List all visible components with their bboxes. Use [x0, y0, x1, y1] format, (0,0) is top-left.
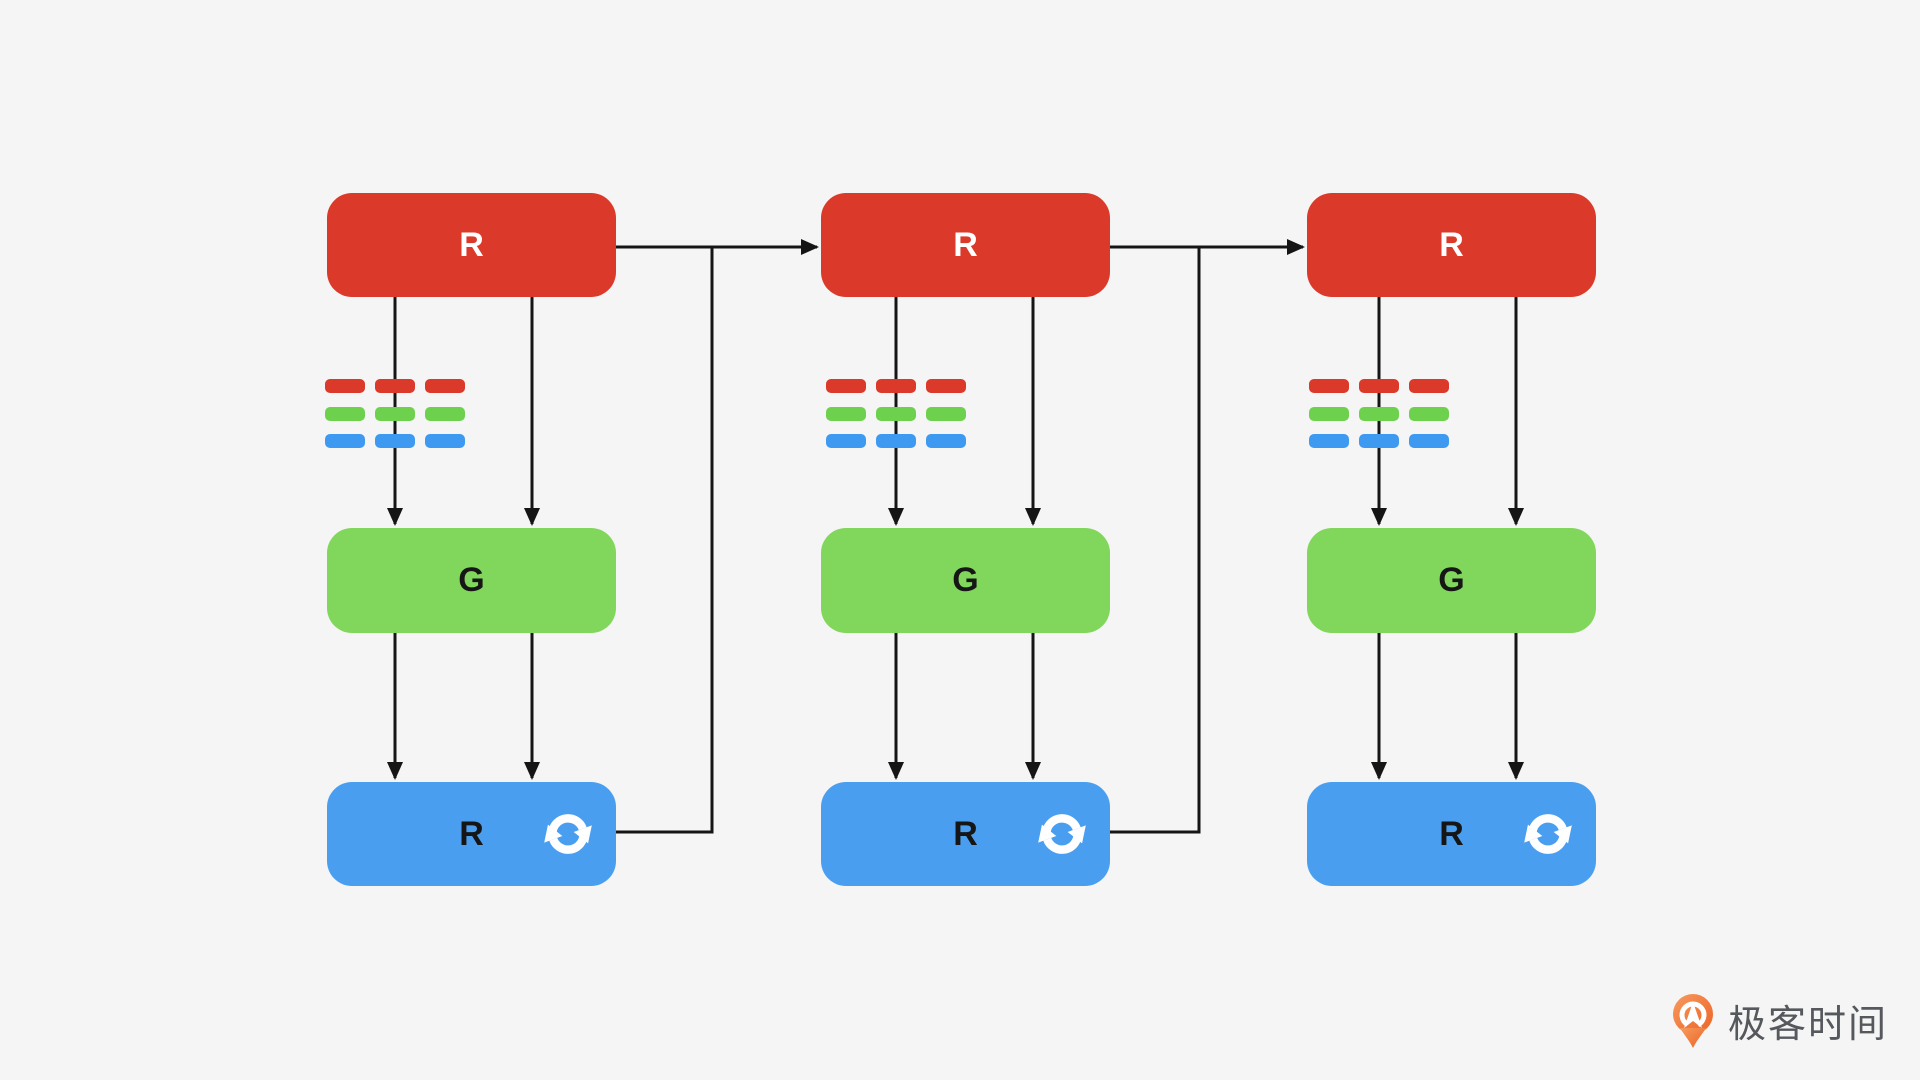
brand-name: 极客时间	[1727, 1003, 1888, 1046]
green-box-3-label: G	[1438, 561, 1465, 599]
dash-chip	[1359, 434, 1399, 448]
red-box-1-label: R	[459, 225, 484, 264]
dash-chip	[1409, 434, 1449, 448]
dash-chip	[826, 434, 866, 448]
red-box-3-label: R	[1439, 225, 1464, 264]
dash-chip	[926, 434, 966, 448]
dash-chip	[1359, 379, 1399, 393]
dash-row-blue	[325, 434, 465, 448]
brand-footer: 极客时间	[1671, 990, 1888, 1050]
dash-chip	[425, 406, 465, 421]
dash-row-green	[325, 406, 465, 421]
dash-chip	[325, 379, 365, 393]
dash-row-red	[1309, 379, 1449, 393]
dash-chip	[325, 434, 365, 448]
dash-row-red	[826, 379, 966, 393]
red-box-2: R	[821, 193, 1110, 297]
dash-chip	[425, 434, 465, 448]
blue-box-1-label: R	[459, 814, 484, 853]
dash-chip	[1309, 379, 1349, 393]
sync-icon	[1038, 814, 1086, 854]
green-box-1: G	[327, 528, 616, 633]
dash-chip	[1359, 406, 1399, 421]
dash-chip	[425, 379, 465, 393]
green-box-1-label: G	[458, 561, 485, 599]
dash-row-blue	[826, 434, 966, 448]
blue-box-3-label: R	[1439, 814, 1464, 853]
sync-icon	[544, 814, 592, 854]
dash-chip	[1309, 406, 1349, 421]
green-box-2: G	[821, 528, 1110, 633]
dash-chip	[375, 406, 415, 421]
sync-icon	[1524, 814, 1572, 854]
edges	[387, 239, 1524, 834]
green-box-2-label: G	[952, 561, 979, 599]
dash-chip	[375, 434, 415, 448]
dash-chip	[826, 379, 866, 393]
blue-box-2-label: R	[953, 814, 978, 853]
dash-chip	[1309, 434, 1349, 448]
dash-chip	[876, 434, 916, 448]
green-box-3: G	[1307, 528, 1596, 633]
dash-grid-2	[826, 379, 966, 448]
dash-grid-3	[1309, 379, 1449, 448]
blue-box-1: R	[327, 782, 616, 886]
red-box-1: R	[327, 193, 616, 297]
dash-chip	[926, 379, 966, 393]
dash-chip	[375, 379, 415, 393]
edge-blue2-feedback	[1110, 248, 1201, 834]
dash-row-green	[826, 406, 966, 421]
dash-chip	[826, 406, 866, 421]
dash-row-red	[325, 379, 465, 393]
dash-chip	[876, 379, 916, 393]
dash-chip	[325, 406, 365, 421]
red-box-3: R	[1307, 193, 1596, 297]
dash-row-green	[1309, 406, 1449, 421]
edge-blue1-feedback	[616, 248, 714, 834]
blue-box-3: R	[1307, 782, 1596, 886]
blue-box-2: R	[821, 782, 1110, 886]
red-box-2-label: R	[953, 225, 978, 264]
dash-chip	[876, 406, 916, 421]
geektime-logo-icon	[1672, 994, 1713, 1048]
dash-chip	[1409, 379, 1449, 393]
dash-grid-1	[325, 379, 465, 448]
dash-row-blue	[1309, 434, 1449, 448]
dash-chip	[1409, 406, 1449, 421]
dash-chip	[926, 406, 966, 421]
